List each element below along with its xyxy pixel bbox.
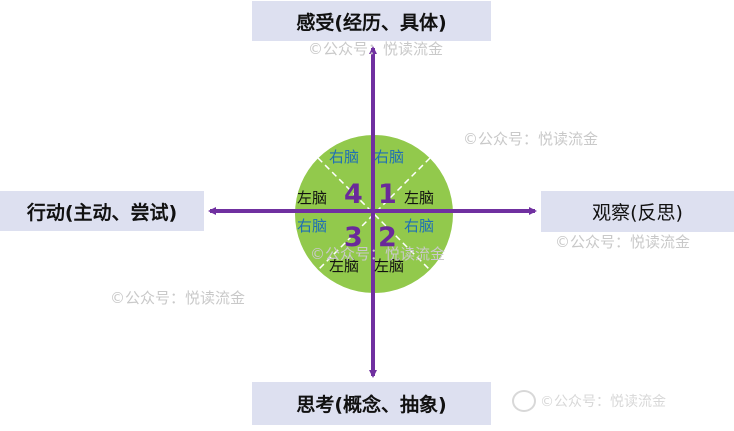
q3-right-brain-label: 右脑 <box>297 217 327 235</box>
q2-right-brain-label: 右脑 <box>404 217 434 235</box>
quadrant-1-number: 1 <box>378 179 397 210</box>
watermark: ©公众号：悦读流金 <box>310 245 446 263</box>
diagonal-dash-1 <box>317 157 431 271</box>
watermark: ©公众号：悦读流金 <box>555 233 691 251</box>
q2-left-brain-label: 左脑 <box>374 257 404 275</box>
watermark: ©公众号：悦读流金 <box>463 130 599 148</box>
diagonal-dash-2 <box>317 157 431 271</box>
reflective-observation-box: 观察(反思) <box>541 191 734 232</box>
q3-left-brain-label: 左脑 <box>329 257 359 275</box>
q1-right-brain-label: 右脑 <box>374 148 404 166</box>
watermark: ©公众号：悦读流金 <box>540 394 666 410</box>
concrete-experience-box: 感受(经历、具体) <box>252 1 491 41</box>
q4-left-brain-label: 左脑 <box>297 189 327 207</box>
quadrant-2-number: 2 <box>378 222 397 253</box>
quadrant-3-number: 3 <box>344 222 363 253</box>
wechat-logo-icon <box>512 390 536 412</box>
watermark: ©公众号：悦读流金 <box>308 40 444 58</box>
q4-right-brain-label: 右脑 <box>329 148 359 166</box>
active-experimentation-box: 行动(主动、尝试) <box>0 191 204 231</box>
q1-left-brain-label: 左脑 <box>404 189 434 207</box>
quadrant-4-number: 4 <box>344 179 363 210</box>
watermark: ©公众号：悦读流金 <box>110 289 246 307</box>
abstract-conceptualization-box: 思考(概念、抽象) <box>252 382 491 425</box>
